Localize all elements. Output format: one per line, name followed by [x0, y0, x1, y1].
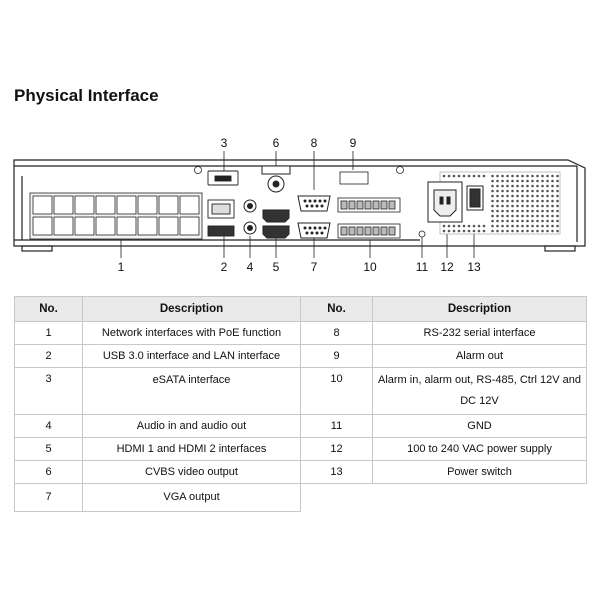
item-description: HDMI 1 and HDMI 2 interfaces — [82, 437, 301, 461]
item-number: 2 — [14, 344, 83, 368]
header-description-left: Description — [82, 296, 301, 322]
item-description: Network interfaces with PoE function — [82, 321, 301, 345]
table-row: 4 Audio in and audio out 11 GND — [14, 414, 587, 438]
callout-3: 3 — [221, 136, 228, 150]
table-header-row: No. Description No. Description — [14, 296, 587, 322]
empty-cell — [373, 484, 587, 512]
page-title: Physical Interface — [14, 86, 159, 105]
item-number: 12 — [300, 437, 373, 461]
item-description: CVBS video output — [82, 460, 301, 484]
callout-11: 11 — [416, 260, 429, 274]
header-description-right: Description — [372, 296, 587, 322]
header-no-right: No. — [300, 296, 373, 322]
empty-cell — [301, 484, 373, 512]
item-description: RS-232 serial interface — [372, 321, 587, 345]
item-description: eSATA interface — [82, 367, 301, 415]
item-description: Alarm in, alarm out, RS-485, Ctrl 12V an… — [372, 367, 587, 415]
item-description: VGA output — [82, 483, 301, 512]
callout-4: 4 — [247, 260, 254, 274]
item-number: 11 — [300, 414, 373, 438]
table-row: 5 HDMI 1 and HDMI 2 interfaces 12 100 to… — [14, 437, 587, 461]
item-description: Power switch — [372, 460, 587, 484]
table-row: 1 Network interfaces with PoE function 8… — [14, 321, 587, 345]
item-number: 5 — [14, 437, 83, 461]
table-row: 6 CVBS video output 13 Power switch — [14, 460, 587, 484]
callout-2: 2 — [221, 260, 228, 274]
header-no-left: No. — [14, 296, 83, 322]
item-description: Audio in and audio out — [82, 414, 301, 438]
item-number: 8 — [300, 321, 373, 345]
item-number: 6 — [14, 460, 83, 484]
item-description: 100 to 240 VAC power supply — [372, 437, 587, 461]
table-row: 7 VGA output — [14, 483, 587, 512]
callout-13: 13 — [467, 260, 481, 274]
table-row: 3 eSATA interface 10 Alarm in, alarm out… — [14, 367, 587, 415]
callout-8: 8 — [311, 136, 318, 150]
nvr-rear-panel-diagram: 3 6 8 9 1 2 4 5 7 10 11 12 13 — [13, 136, 586, 274]
item-number: 7 — [14, 483, 83, 512]
callout-6: 6 — [273, 136, 280, 150]
callout-7: 7 — [311, 260, 318, 274]
item-description: GND — [372, 414, 587, 438]
callout-10: 10 — [363, 260, 377, 274]
callout-12: 12 — [440, 260, 454, 274]
table-row: 2 USB 3.0 interface and LAN interface 9 … — [14, 344, 587, 368]
interface-table: No. Description No. Description 1 Networ… — [14, 296, 587, 512]
item-number: 10 — [300, 367, 373, 415]
callout-5: 5 — [273, 260, 280, 274]
item-description: Alarm out — [372, 344, 587, 368]
item-description: USB 3.0 interface and LAN interface — [82, 344, 301, 368]
item-number: 4 — [14, 414, 83, 438]
item-number: 13 — [300, 460, 373, 484]
item-number: 3 — [14, 367, 83, 415]
callout-1: 1 — [118, 260, 125, 274]
item-number: 1 — [14, 321, 83, 345]
callout-9: 9 — [350, 136, 357, 150]
item-number: 9 — [300, 344, 373, 368]
